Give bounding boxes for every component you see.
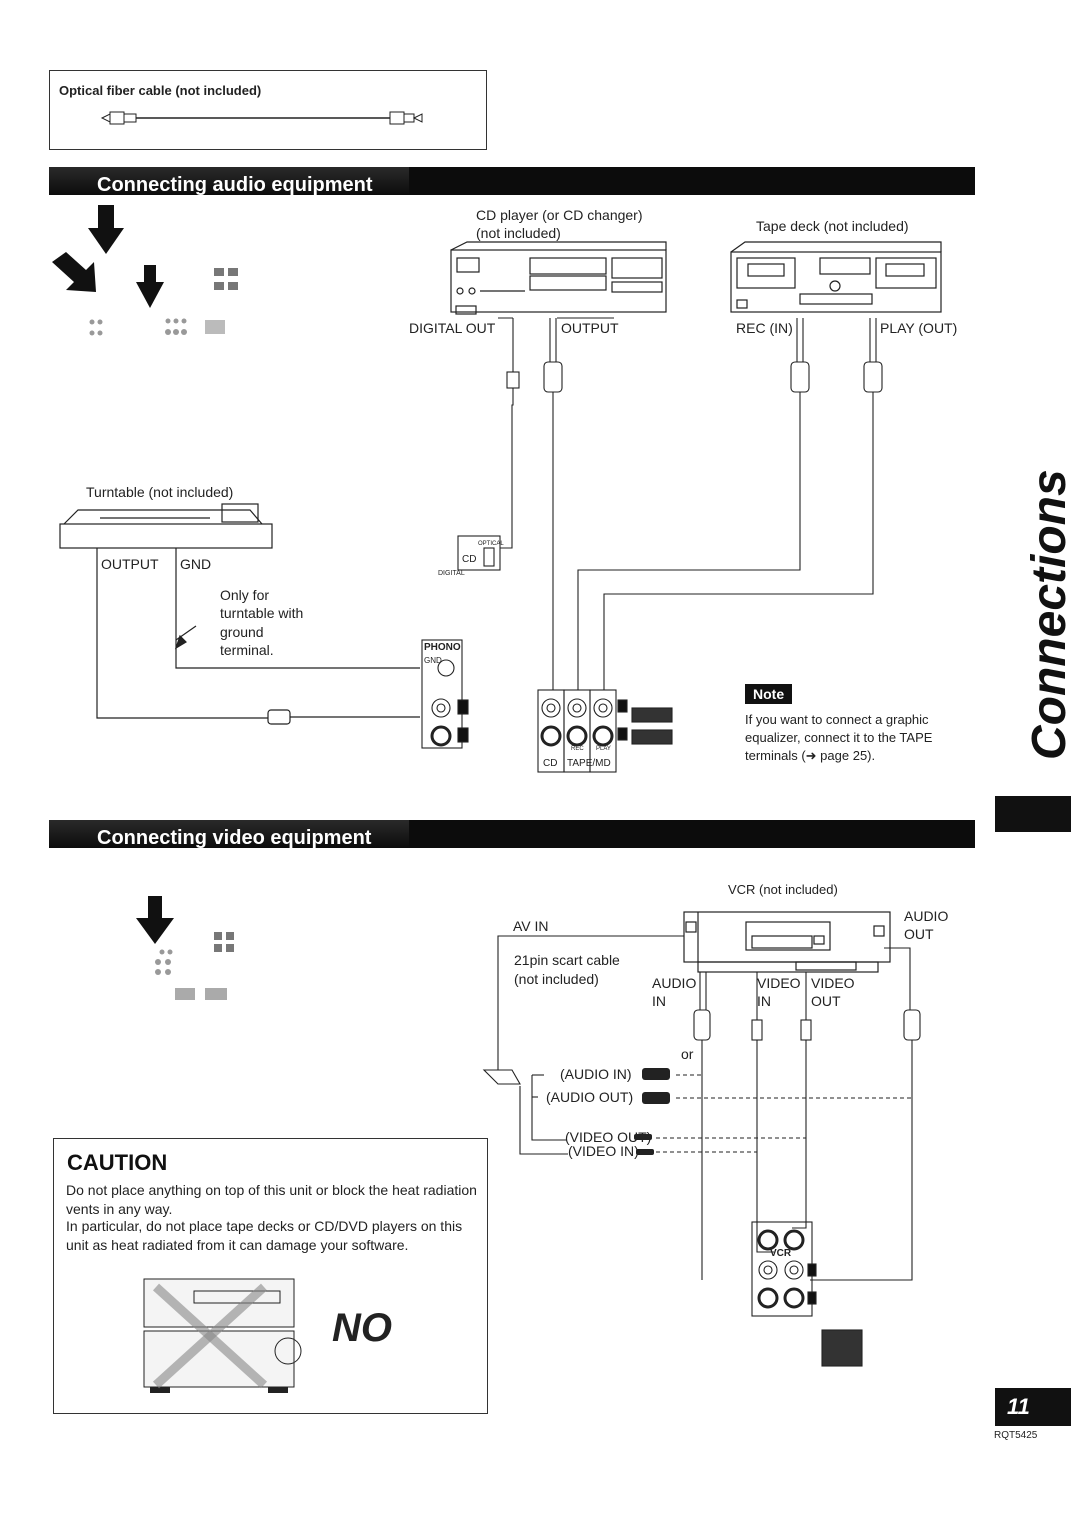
- vcr-terminal-panel: [751, 1221, 863, 1367]
- sidebar-black-tab: [995, 796, 1071, 832]
- note-line-2: equalizer, connect it to the TAPE: [745, 730, 933, 745]
- video-out-2: OUT: [811, 993, 841, 1009]
- diagonal-arrow-icon: [52, 252, 96, 292]
- audio-section-banner: Connecting audio equipment: [49, 167, 975, 196]
- vcr-small-label: VCR: [770, 1248, 792, 1259]
- page-number: 11: [1007, 1394, 1030, 1419]
- av-in-label: AV IN: [513, 918, 549, 934]
- optical-cable-label: Optical fiber cable (not included): [59, 83, 262, 98]
- no-label: NO: [332, 1306, 392, 1350]
- audio-out-top-1: AUDIO: [904, 908, 949, 924]
- optical-cable-box: Optical fiber cable (not included): [49, 70, 487, 150]
- vcr-drawing: [683, 911, 891, 973]
- video-in-1: VIDEO: [757, 975, 801, 991]
- page-number-box: 11: [995, 1388, 1071, 1426]
- cd-player-drawing: [450, 241, 667, 315]
- turntable-output-label: OUTPUT: [101, 556, 159, 572]
- ground-note-2: turntable with: [220, 605, 304, 621]
- document-code: RQT5425: [994, 1430, 1038, 1441]
- audio-diagram: [52, 205, 942, 773]
- output-label: OUTPUT: [561, 320, 619, 336]
- scart-label-1: 21pin scart cable: [514, 952, 620, 968]
- audio-out-top-2: OUT: [904, 926, 934, 942]
- optical-small-label: OPTICAL: [478, 541, 504, 547]
- receiver-rear-panel: [421, 535, 673, 773]
- down-arrow-video-icon: [136, 896, 174, 944]
- audio-out-paren: (AUDIO OUT): [546, 1089, 634, 1105]
- audio-in-paren: (AUDIO IN): [560, 1066, 632, 1082]
- ground-note-1: Only for: [220, 587, 270, 603]
- caution-box: CAUTION Do not place anything on top of …: [53, 1138, 488, 1414]
- rear-panel-sketch: [89, 268, 238, 336]
- audio-section-title: Connecting audio equipment: [97, 174, 373, 196]
- video-out-paren: (VIDEO OUT): [565, 1129, 652, 1145]
- vcr-label: VCR (not included): [728, 882, 838, 897]
- note-badge: Note: [745, 684, 793, 704]
- turntable-label: Turntable (not included): [86, 484, 234, 500]
- cd-player-sub: (not included): [476, 225, 561, 241]
- digital-small-label: DIGITAL: [438, 570, 465, 577]
- digital-out-label: DIGITAL OUT: [409, 320, 496, 336]
- scart-label-2: (not included): [514, 971, 599, 987]
- turntable-gnd-label: GND: [180, 556, 212, 572]
- tape-md-terminal-label: TAPE/MD: [567, 758, 611, 769]
- video-in-2: IN: [757, 993, 771, 1009]
- audio-in-2: IN: [652, 993, 666, 1009]
- phono-gnd-label: GND: [424, 656, 442, 665]
- caution-paragraph-2: In particular, do not place tape decks o…: [66, 1218, 463, 1253]
- digital-cd-label: CD: [462, 554, 477, 565]
- video-in-paren: (VIDEO IN): [568, 1143, 639, 1159]
- ground-note-3: ground: [220, 624, 264, 640]
- video-out-1: VIDEO: [811, 975, 855, 991]
- note-line-1: If you want to connect a graphic: [745, 712, 929, 727]
- play-out-label: PLAY (OUT): [880, 320, 958, 336]
- or-label: or: [681, 1046, 694, 1062]
- caution-title: CAUTION: [67, 1150, 168, 1175]
- video-section-title: Connecting video equipment: [97, 827, 372, 849]
- cd-terminal-label: CD: [543, 758, 558, 769]
- down-arrow-small-icon: [136, 265, 164, 308]
- rec-in-label: REC (IN): [736, 320, 793, 336]
- phono-label: PHONO: [424, 642, 461, 653]
- tape-deck-label: Tape deck (not included): [756, 218, 909, 234]
- play-small-label: PLAY: [596, 746, 611, 752]
- cd-player-label: CD player (or CD changer): [476, 207, 643, 223]
- caution-paragraph-1: Do not place anything on top of this uni…: [66, 1182, 477, 1217]
- turntable-drawing: [59, 503, 273, 549]
- rec-small-label: REC: [571, 746, 584, 752]
- tape-deck-drawing: [730, 241, 942, 313]
- video-section-banner: Connecting video equipment: [49, 820, 975, 849]
- note-line-3: terminals (➜ page 25).: [745, 748, 876, 763]
- down-arrow-icon: [88, 205, 124, 254]
- ground-note-4: terminal.: [220, 642, 274, 658]
- audio-in-1: AUDIO: [652, 975, 697, 991]
- sidebar-connections: Connections: [1023, 469, 1076, 760]
- stacked-units-illustration: [143, 1278, 302, 1393]
- optical-cable-icon: [100, 111, 423, 125]
